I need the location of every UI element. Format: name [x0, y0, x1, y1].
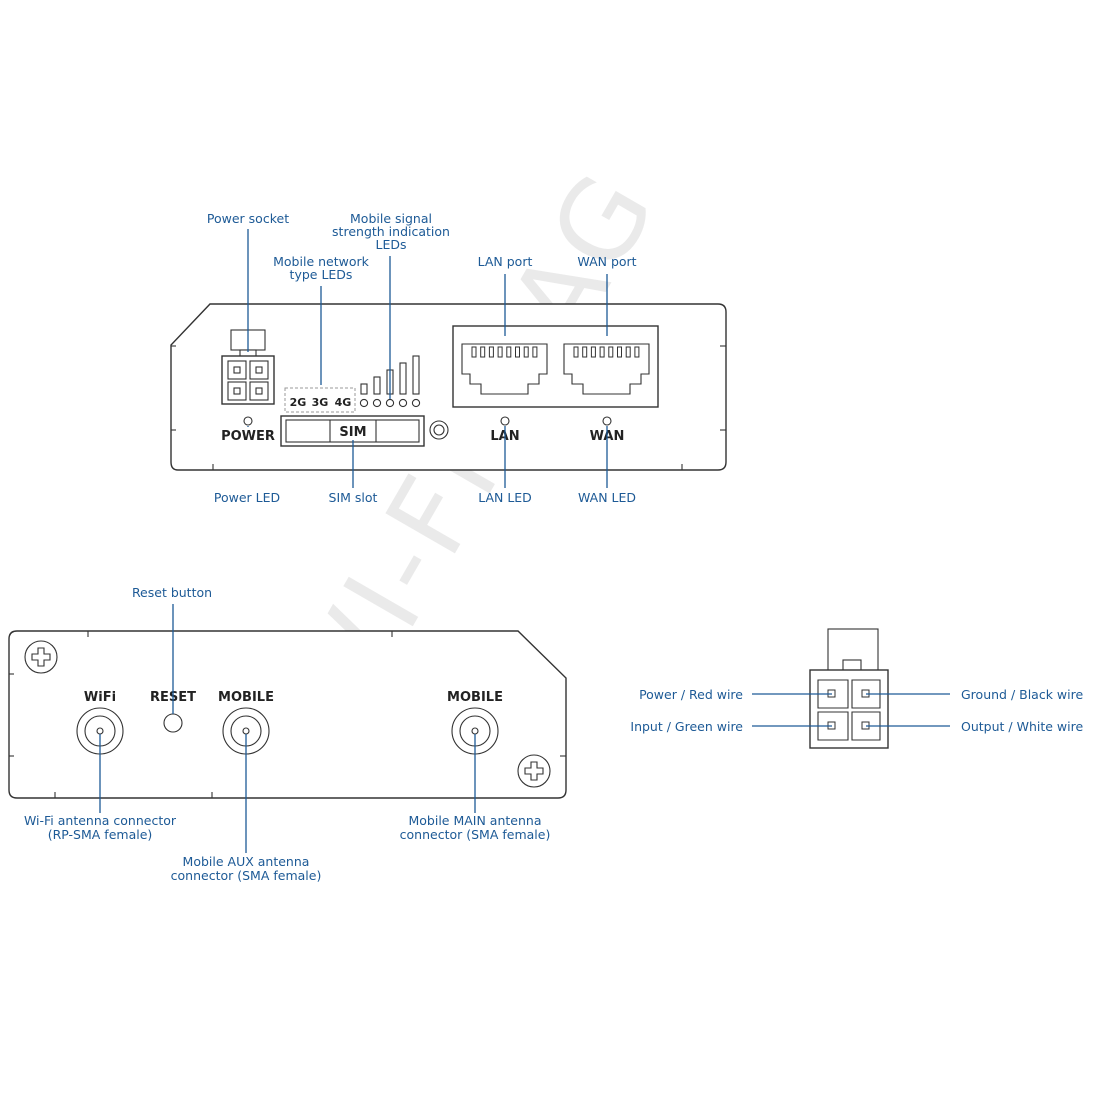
- power-socket-pin-4: [249, 381, 269, 401]
- lan-pin-4: [497, 346, 503, 358]
- net-3g-label: 3G: [312, 396, 329, 409]
- wifi-panel-label: WiFi: [84, 690, 116, 705]
- network-leds-callout-line2: type LEDs: [290, 267, 353, 282]
- pin-ground-cell: [851, 679, 881, 709]
- pin-input-cell: [817, 711, 849, 741]
- back-panel: WiFi RESET MOBILE MOBILE Reset button Wi…: [8, 585, 567, 883]
- power-socket-pin-2: [249, 360, 269, 380]
- power-socket-callout: Power socket: [207, 211, 289, 226]
- aux-connector-callout-line2: connector (SMA female): [171, 868, 322, 883]
- wan-port[interactable]: [563, 343, 650, 395]
- ground-black-callout: Ground / Black wire: [961, 687, 1083, 702]
- wifi-connector-callout-line2: (RP-SMA female): [48, 827, 153, 842]
- wan-port-outline: [563, 343, 650, 395]
- network-type-led-frame: [284, 387, 356, 413]
- sim-slot-callout: SIM slot: [329, 490, 378, 505]
- network-leds-callout-line1: Mobile network: [273, 254, 370, 269]
- signal-leds-callout-line3: LEDs: [376, 237, 407, 252]
- wan-pin-2: [582, 346, 588, 358]
- power-socket-contact-4: [255, 387, 263, 395]
- pin-power-cell: [817, 679, 849, 709]
- reset-button-callout: Reset button: [132, 585, 212, 600]
- power-socket-contact-2: [255, 366, 263, 374]
- main-connector-callout-line1: Mobile MAIN antenna: [408, 813, 541, 828]
- ethernet-port-block: [452, 325, 659, 408]
- back-panel-housing: [8, 630, 567, 799]
- screw-bottom-right: [517, 754, 551, 788]
- power-socket-contact-1: [233, 366, 241, 374]
- signal-bar-1: [360, 383, 368, 395]
- lan-port-pins: [471, 346, 538, 358]
- lan-port[interactable]: [461, 343, 548, 395]
- signal-leds-callout-line1: Mobile signal: [350, 211, 432, 226]
- power-socket-pin-1: [227, 360, 247, 380]
- signal-strength-leds: [359, 355, 421, 408]
- power-socket[interactable]: [221, 329, 275, 405]
- power-socket-pin-3: [227, 381, 247, 401]
- output-white-callout: Output / White wire: [961, 719, 1083, 734]
- wan-led-callout: WAN LED: [578, 490, 636, 505]
- net-4g-label: 4G: [335, 396, 352, 409]
- main-connector-callout-line2: connector (SMA female): [400, 827, 551, 842]
- wan-led: [602, 416, 612, 426]
- aux-connector-callout-line1: Mobile AUX antenna: [183, 854, 310, 869]
- net-2g-label: 2G: [290, 396, 307, 409]
- sim-eject-inner: [433, 424, 445, 436]
- power-socket-body: [221, 355, 275, 405]
- pin-output-cell: [851, 711, 881, 741]
- sim-eject-button[interactable]: [429, 420, 449, 440]
- mobile-main-panel-label: MOBILE: [447, 690, 503, 705]
- wan-pin-7: [625, 346, 631, 358]
- power-connector-pinout: Power / Red wire Ground / Black wire Inp…: [630, 628, 1083, 749]
- signal-bar-4: [399, 362, 407, 395]
- wan-pin-1: [573, 346, 579, 358]
- wan-pin-6: [617, 346, 622, 358]
- lan-port-callout: LAN port: [478, 254, 533, 269]
- wan-pin-3: [590, 346, 596, 358]
- lan-pin-6: [515, 346, 520, 358]
- lan-pin-8: [532, 346, 538, 358]
- signal-led-4: [398, 398, 408, 408]
- signal-leds-callout-line2: strength indication: [332, 224, 450, 239]
- wan-pin-5: [608, 346, 614, 358]
- signal-led-1: [359, 398, 369, 408]
- sim-label: SIM: [339, 425, 366, 440]
- pinout-body: [809, 669, 889, 749]
- power-socket-contact-3: [233, 387, 241, 395]
- wan-pin-8: [634, 346, 640, 358]
- screw-top-left: [24, 640, 58, 674]
- power-led: [243, 416, 253, 426]
- lan-pin-2: [480, 346, 486, 358]
- signal-led-5: [411, 398, 421, 408]
- lan-led-callout: LAN LED: [478, 490, 532, 505]
- signal-bar-2: [373, 376, 381, 395]
- wan-port-callout: WAN port: [577, 254, 636, 269]
- front-panel: POWER 2G 3G 4G SIM: [170, 211, 727, 505]
- lan-port-outline: [461, 343, 548, 395]
- signal-led-2: [372, 398, 382, 408]
- input-green-callout: Input / Green wire: [630, 719, 743, 734]
- lan-led: [500, 416, 510, 426]
- power-led-callout: Power LED: [214, 490, 280, 505]
- power-red-callout: Power / Red wire: [639, 687, 743, 702]
- mobile-aux-panel-label: MOBILE: [218, 690, 274, 705]
- wifi-connector-callout-line1: Wi-Fi antenna connector: [24, 813, 177, 828]
- wan-pin-4: [599, 346, 605, 358]
- lan-pin-5: [506, 346, 512, 358]
- lan-pin-1: [471, 346, 477, 358]
- lan-pin-3: [488, 346, 494, 358]
- lan-pin-7: [523, 346, 529, 358]
- signal-led-3: [385, 398, 395, 408]
- wan-port-pins: [573, 346, 640, 358]
- signal-bar-5: [412, 355, 420, 395]
- power-panel-label: POWER: [221, 429, 275, 444]
